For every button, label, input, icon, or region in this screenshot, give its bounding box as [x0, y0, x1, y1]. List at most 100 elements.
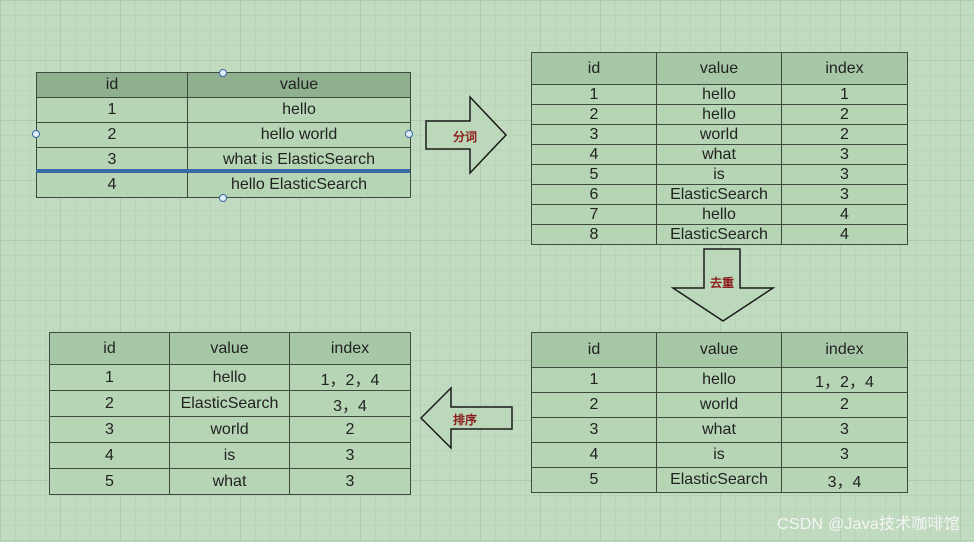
- header-index: index: [781, 332, 908, 368]
- table-row: 8 ElasticSearch 4: [531, 224, 908, 245]
- header-index: index: [289, 332, 411, 365]
- table-row: 4 what 3: [531, 144, 908, 165]
- header-id: id: [49, 332, 170, 365]
- cell-id: 5: [531, 467, 657, 493]
- cell-id: 1: [531, 84, 657, 105]
- cell-value: what: [169, 468, 290, 495]
- cell-id: 4: [531, 442, 657, 468]
- table-row: 1 hello: [36, 97, 411, 123]
- header-id: id: [531, 52, 657, 85]
- watermark: CSDN @Java技术咖啡馆: [777, 516, 960, 533]
- cell-index: 2: [289, 416, 411, 443]
- cell-value: hello: [656, 204, 782, 225]
- arrow-right-icon: [425, 95, 508, 175]
- cell-value: hello world: [187, 122, 411, 148]
- table-row: 2 hello 2: [531, 104, 908, 125]
- resize-handle-bottom[interactable]: [219, 194, 227, 202]
- cell-index: 2: [781, 124, 908, 145]
- cell-value: world: [169, 416, 290, 443]
- source-table[interactable]: id value 1 hello 2 hello world 3 what is…: [36, 72, 411, 198]
- cell-value: ElasticSearch: [656, 467, 782, 493]
- cell-value: what: [656, 417, 782, 443]
- table-row: 7 hello 4: [531, 204, 908, 225]
- header-value: value: [169, 332, 290, 365]
- cell-value: ElasticSearch: [169, 390, 290, 417]
- table-row: 5 what 3: [49, 468, 411, 495]
- cell-id: 8: [531, 224, 657, 245]
- cell-id: 2: [531, 104, 657, 125]
- cell-id: 2: [49, 390, 170, 417]
- cell-value: what is ElasticSearch: [187, 147, 411, 173]
- cell-index: 2: [781, 392, 908, 418]
- cell-id: 2: [36, 122, 188, 148]
- cell-value: hello: [187, 97, 411, 123]
- tokens-table: id value index 1 hello 1 2 hello 2 3 wor…: [531, 52, 908, 245]
- cell-index: 3: [781, 417, 908, 443]
- table-row: 4 is 3: [49, 442, 411, 469]
- cell-id: 7: [531, 204, 657, 225]
- cell-value: is: [169, 442, 290, 469]
- table-row: 3 world 2: [49, 416, 411, 443]
- cell-id: 1: [49, 364, 170, 391]
- header-index: index: [781, 52, 908, 85]
- cell-value: hello: [656, 104, 782, 125]
- cell-index: 2: [781, 104, 908, 125]
- table-row: 2 ElasticSearch 3，4: [49, 390, 411, 417]
- table-row: 2 hello world: [36, 122, 411, 148]
- cell-value: what: [656, 144, 782, 165]
- cell-value: hello: [656, 367, 782, 393]
- cell-value: is: [656, 164, 782, 185]
- table-row: 6 ElasticSearch 3: [531, 184, 908, 205]
- cell-id: 1: [531, 367, 657, 393]
- table-row: 3 what is ElasticSearch: [36, 147, 411, 173]
- cell-index: 3: [289, 442, 411, 469]
- cell-index: 1，2，4: [781, 367, 908, 393]
- dedup-table: id value index 1 hello 1，2，4 2 world 2 3…: [531, 332, 908, 493]
- table-row: 3 what 3: [531, 417, 908, 443]
- header-id: id: [36, 72, 188, 98]
- resize-handle-left[interactable]: [32, 130, 40, 138]
- table-row: 1 hello 1，2，4: [49, 364, 411, 391]
- cell-id: 3: [531, 417, 657, 443]
- sorted-table: id value index 1 hello 1，2，4 2 ElasticSe…: [49, 332, 411, 495]
- header-value: value: [656, 52, 782, 85]
- resize-handle-top[interactable]: [219, 69, 227, 77]
- cell-id: 6: [531, 184, 657, 205]
- table-row: 1 hello 1: [531, 84, 908, 105]
- arrow-label-sort: 排序: [453, 413, 478, 427]
- cell-index: 3: [289, 468, 411, 495]
- cell-value: world: [656, 124, 782, 145]
- cell-id: 3: [531, 124, 657, 145]
- table-row: 4 is 3: [531, 442, 908, 468]
- cell-index: 4: [781, 224, 908, 245]
- cell-id: 5: [531, 164, 657, 185]
- header-id: id: [531, 332, 657, 368]
- table-row: 2 world 2: [531, 392, 908, 418]
- cell-index: 1，2，4: [289, 364, 411, 391]
- cell-id: 1: [36, 97, 188, 123]
- cell-index: 1: [781, 84, 908, 105]
- arrow-label-dedup: 去重: [710, 276, 735, 290]
- table-row: 4 hello ElasticSearch: [36, 172, 411, 198]
- cell-index: 3: [781, 164, 908, 185]
- cell-value: is: [656, 442, 782, 468]
- cell-index: 3: [781, 144, 908, 165]
- cell-id: 4: [36, 172, 188, 198]
- cell-id: 5: [49, 468, 170, 495]
- cell-value: ElasticSearch: [656, 224, 782, 245]
- arrow-label-tokenize: 分词: [453, 130, 478, 144]
- cell-value: world: [656, 392, 782, 418]
- cell-id: 2: [531, 392, 657, 418]
- resize-handle-right[interactable]: [405, 130, 413, 138]
- cell-id: 4: [49, 442, 170, 469]
- cell-index: 3: [781, 184, 908, 205]
- cell-index: 4: [781, 204, 908, 225]
- cell-id: 3: [49, 416, 170, 443]
- table-row: 5 is 3: [531, 164, 908, 185]
- table-row: 3 world 2: [531, 124, 908, 145]
- cell-index: 3: [781, 442, 908, 468]
- table-row: 5 ElasticSearch 3，4: [531, 467, 908, 493]
- cell-index: 3，4: [289, 390, 411, 417]
- selection-line: [36, 169, 410, 173]
- cell-value: hello ElasticSearch: [187, 172, 411, 198]
